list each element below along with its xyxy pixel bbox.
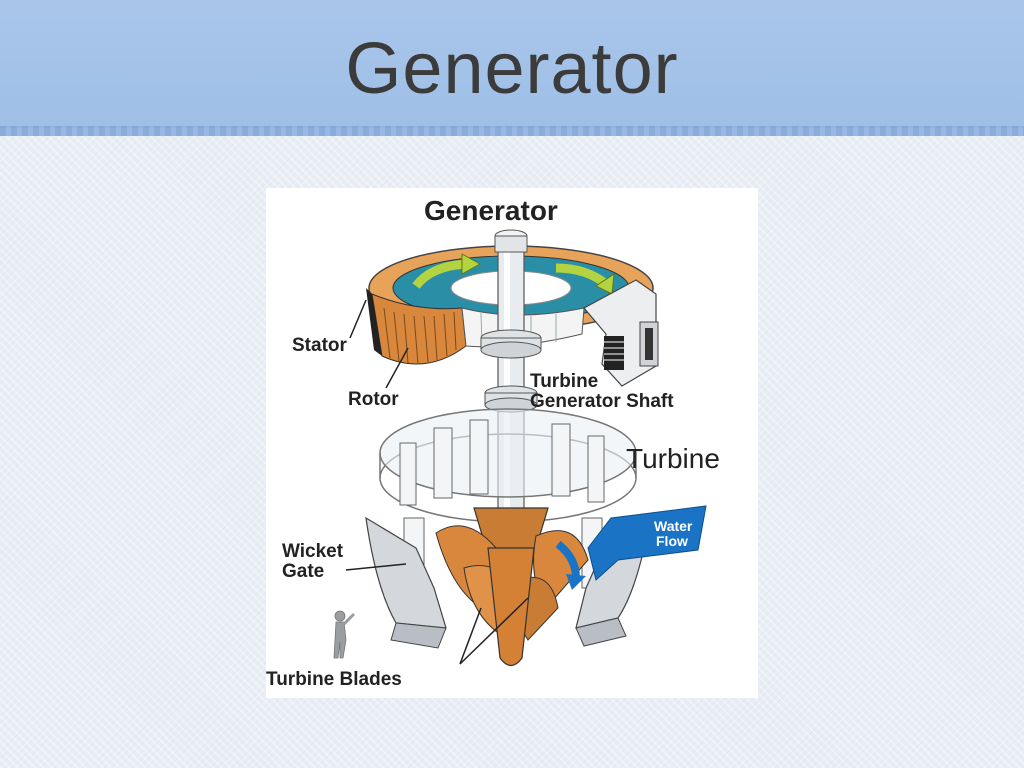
slide-title: Generator <box>345 29 679 109</box>
turbine-blades-label: Turbine Blades <box>266 669 402 690</box>
diagram-artwork <box>333 229 707 667</box>
person-scale-icon <box>333 610 356 659</box>
generator-diagram: Generator Stator Rotor Turbine Generator… <box>266 188 758 698</box>
water-flow-label-line2: Flow <box>656 533 688 549</box>
diagram-heading: Generator <box>424 195 558 226</box>
stator-label: Stator <box>292 335 347 356</box>
water-flow-label-line1: Water <box>654 518 693 534</box>
shaft-label-line2: Generator Shaft <box>530 391 674 412</box>
shaft-label-line1: Turbine <box>530 371 599 392</box>
turbine-label: Turbine <box>626 443 720 474</box>
turbine-assembly <box>333 299 707 667</box>
wicket-gate-label-line2: Gate <box>282 561 325 582</box>
title-band <box>0 0 1024 136</box>
wicket-gate-label-line1: Wicket <box>282 541 344 562</box>
rotor-label: Rotor <box>348 389 399 410</box>
